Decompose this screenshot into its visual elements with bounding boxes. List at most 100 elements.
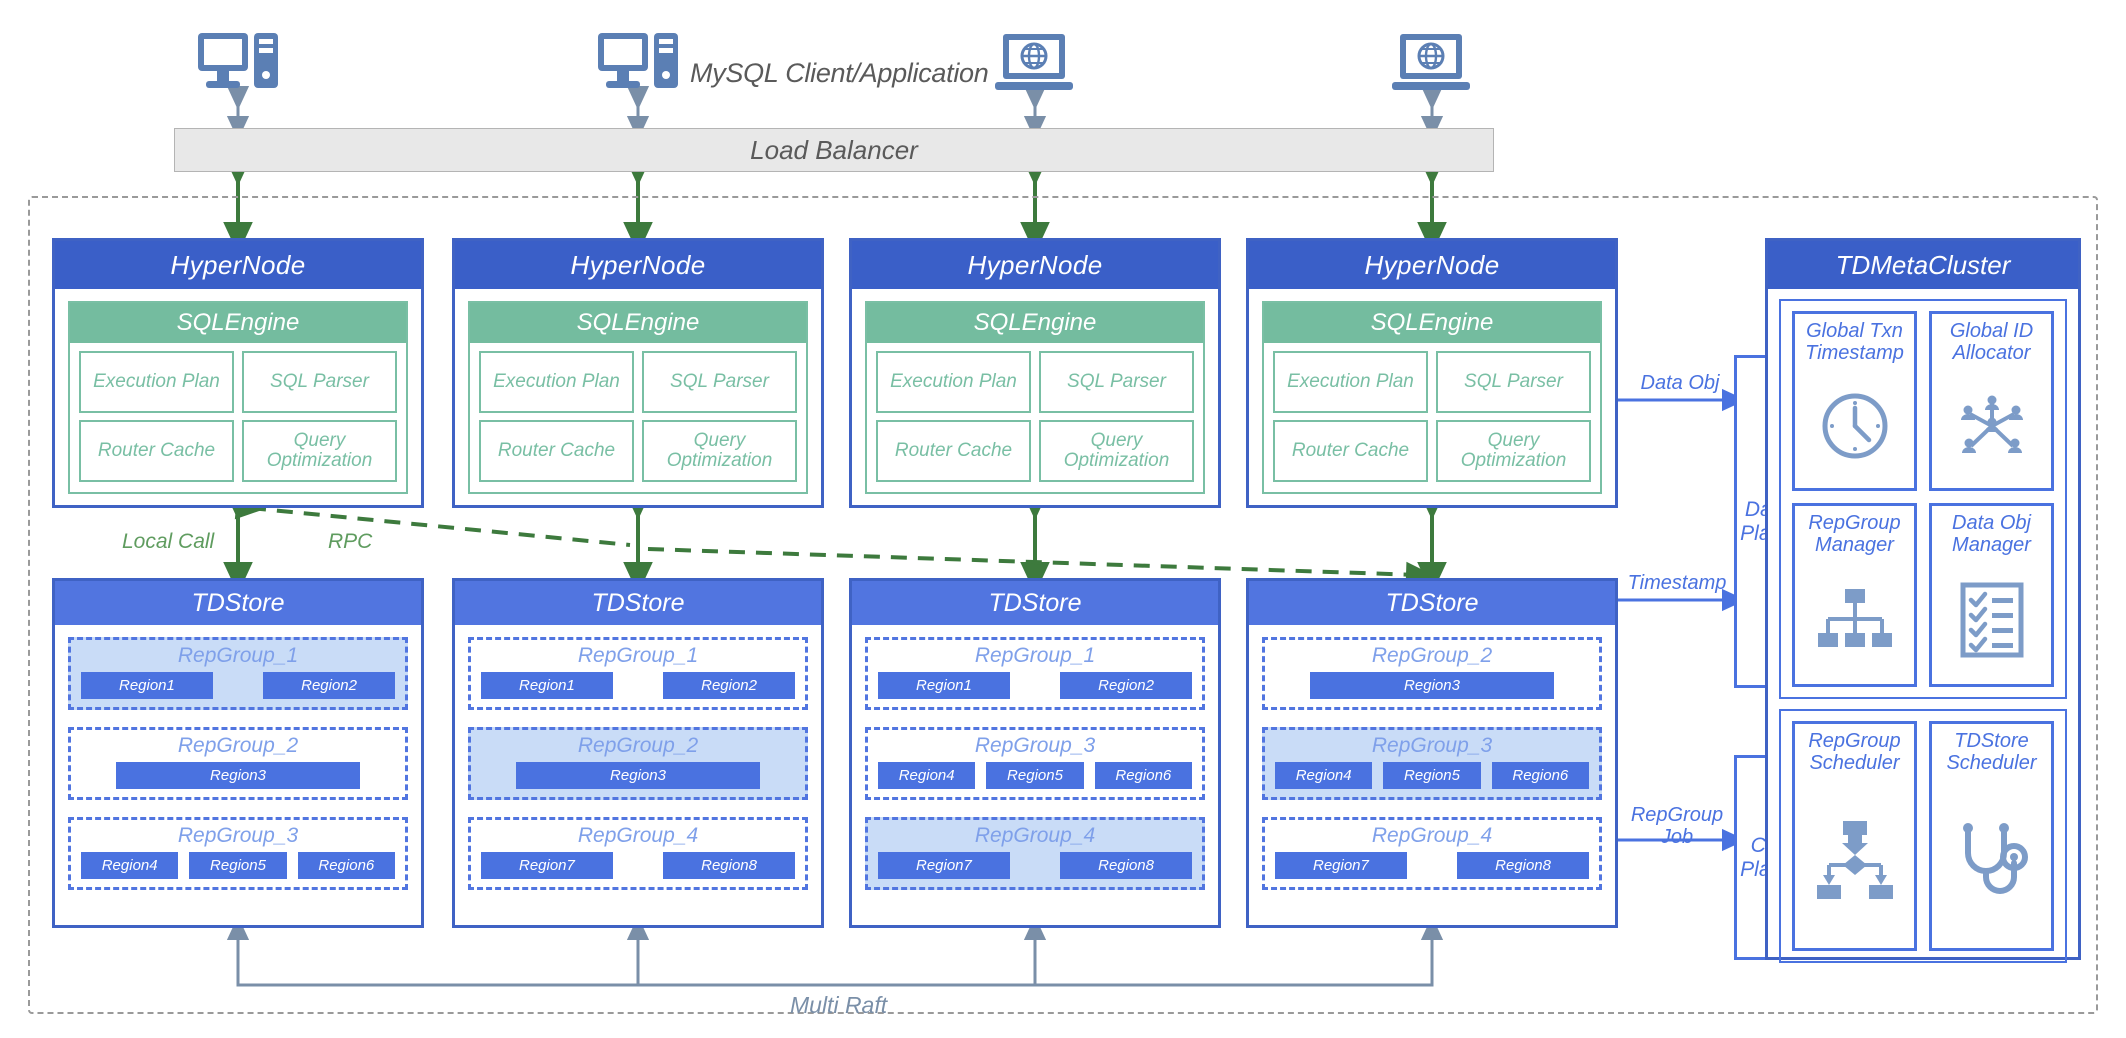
region-box[interactable]: Region7 bbox=[481, 852, 613, 879]
meta-cell-tdstore-scheduler[interactable]: TDStore Scheduler bbox=[1929, 721, 2054, 951]
repgroup-4-4[interactable]: RepGroup_4 Region7 Region8 bbox=[1262, 817, 1602, 890]
repgroup-4-3[interactable]: RepGroup_3 Region4 Region5 Region6 bbox=[1262, 727, 1602, 800]
region-box[interactable]: Region6 bbox=[1094, 762, 1192, 789]
region-box[interactable]: Region2 bbox=[263, 672, 395, 699]
repgroup-2-4[interactable]: RepGroup_4 Region7 Region8 bbox=[468, 817, 808, 890]
data-obj-label: Data Obj bbox=[1640, 372, 1720, 394]
hypernode-3-title: HyperNode bbox=[852, 241, 1218, 289]
tdmetacluster[interactable]: TDMetaCluster Global Txn Timestamp bbox=[1765, 238, 2081, 963]
repgroup-4-2[interactable]: RepGroup_2 Region3 bbox=[1262, 637, 1602, 710]
desktop-tower-icon bbox=[196, 30, 282, 103]
sql-cell-sql-parser[interactable]: SQL Parser bbox=[1039, 351, 1194, 413]
region-box[interactable]: Region6 bbox=[1491, 762, 1589, 789]
hierarchy-icon bbox=[1815, 563, 1895, 676]
tdstore-2[interactable]: TDStore RepGroup_1 Region1 Region2 RepGr… bbox=[452, 578, 824, 928]
network-nodes-icon bbox=[1954, 371, 2030, 480]
repgroup-title: RepGroup_4 bbox=[974, 824, 1096, 847]
hypernode-1-title: HyperNode bbox=[55, 241, 421, 289]
sql-cell-execution-plan[interactable]: Execution Plan bbox=[876, 351, 1031, 413]
tdstore-3-title: TDStore bbox=[852, 581, 1218, 625]
sql-cell-sql-parser[interactable]: SQL Parser bbox=[242, 351, 397, 413]
region-box[interactable]: Region5 bbox=[1383, 762, 1481, 789]
tdstore-4-title: TDStore bbox=[1249, 581, 1615, 625]
sql-cell-query-optimization[interactable]: Query Optimization bbox=[242, 420, 397, 482]
flow-diagram-icon bbox=[1815, 781, 1895, 940]
repgroup-1-2[interactable]: RepGroup_2 Region3 bbox=[68, 727, 408, 800]
region-box[interactable]: Region1 bbox=[481, 672, 613, 699]
region-box[interactable]: Region5 bbox=[189, 852, 287, 879]
repgroup-title: RepGroup_1 bbox=[577, 644, 699, 667]
meta-cell-global-id-allocator[interactable]: Global ID Allocator bbox=[1929, 311, 2054, 491]
meta-cell-label: Global Txn Timestamp bbox=[1805, 320, 1904, 364]
region-box[interactable]: Region4 bbox=[1275, 762, 1373, 789]
region-box[interactable]: Region2 bbox=[1060, 672, 1192, 699]
sql-cell-query-optimization[interactable]: Query Optimization bbox=[642, 420, 797, 482]
meta-cell-label: RepGroup Scheduler bbox=[1808, 730, 1901, 774]
sql-cell-router-cache[interactable]: Router Cache bbox=[1273, 420, 1428, 482]
meta-cell-repgroup-scheduler[interactable]: RepGroup Scheduler bbox=[1792, 721, 1917, 951]
sql-cell-query-optimization[interactable]: Query Optimization bbox=[1436, 420, 1591, 482]
region-box[interactable]: Region8 bbox=[1060, 852, 1192, 879]
local-call-label: Local Call bbox=[122, 530, 215, 553]
sql-cell-execution-plan[interactable]: Execution Plan bbox=[479, 351, 634, 413]
region-box[interactable]: Region8 bbox=[1457, 852, 1589, 879]
region-box[interactable]: Region3 bbox=[515, 762, 761, 789]
rpc-label: RPC bbox=[328, 530, 373, 553]
sql-cell-router-cache[interactable]: Router Cache bbox=[79, 420, 234, 482]
clock-icon bbox=[1819, 371, 1891, 480]
hypernode-4[interactable]: HyperNode SQLEngine Execution Plan SQL P… bbox=[1246, 238, 1618, 508]
hypernode-2-title: HyperNode bbox=[455, 241, 821, 289]
region-box[interactable]: Region3 bbox=[115, 762, 361, 789]
hypernode-2[interactable]: HyperNode SQLEngine Execution Plan SQL P… bbox=[452, 238, 824, 508]
region-box[interactable]: Region2 bbox=[663, 672, 795, 699]
repgroup-job-label: RepGroup Job bbox=[1630, 804, 1724, 848]
meta-cell-data-obj-manager[interactable]: Data Obj Manager bbox=[1929, 503, 2054, 687]
region-box[interactable]: Region5 bbox=[986, 762, 1084, 789]
repgroup-3-1[interactable]: RepGroup_1 Region1 Region2 bbox=[865, 637, 1205, 710]
region-box[interactable]: Region4 bbox=[81, 852, 179, 879]
repgroup-3-3[interactable]: RepGroup_3 Region4 Region5 Region6 bbox=[865, 727, 1205, 800]
tdstore-3[interactable]: TDStore RepGroup_1 Region1 Region2 RepGr… bbox=[849, 578, 1221, 928]
hypernode-3[interactable]: HyperNode SQLEngine Execution Plan SQL P… bbox=[849, 238, 1221, 508]
repgroup-1-3[interactable]: RepGroup_3 Region4 Region5 Region6 bbox=[68, 817, 408, 890]
meta-cell-repgroup-manager[interactable]: RepGroup Manager bbox=[1792, 503, 1917, 687]
region-box[interactable]: Region7 bbox=[878, 852, 1010, 879]
tdstore-2-title: TDStore bbox=[455, 581, 821, 625]
sql-cell-query-optimization[interactable]: Query Optimization bbox=[1039, 420, 1194, 482]
tdstore-4[interactable]: TDStore RepGroup_2 Region3 RepGroup_3 Re… bbox=[1246, 578, 1618, 928]
region-box[interactable]: Region8 bbox=[663, 852, 795, 879]
repgroup-3-4[interactable]: RepGroup_4 Region7 Region8 bbox=[865, 817, 1205, 890]
region-box[interactable]: Region7 bbox=[1275, 852, 1407, 879]
meta-cell-label: Global ID Allocator bbox=[1949, 320, 2034, 364]
region-box[interactable]: Region1 bbox=[81, 672, 213, 699]
sql-cell-sql-parser[interactable]: SQL Parser bbox=[1436, 351, 1591, 413]
sqlengine-4: SQLEngine Execution Plan SQL Parser Rout… bbox=[1262, 301, 1602, 494]
laptop-globe-icon bbox=[1390, 32, 1474, 99]
region-box[interactable]: Region3 bbox=[1309, 672, 1555, 699]
sql-cell-router-cache[interactable]: Router Cache bbox=[479, 420, 634, 482]
repgroup-title: RepGroup_4 bbox=[577, 824, 699, 847]
load-balancer-box: Load Balancer bbox=[174, 128, 1494, 172]
region-box[interactable]: Region4 bbox=[878, 762, 976, 789]
tdmetacluster-title: TDMetaCluster bbox=[1768, 241, 2078, 289]
region-box[interactable]: Region6 bbox=[297, 852, 395, 879]
repgroup-title: RepGroup_3 bbox=[1371, 734, 1493, 757]
sql-cell-router-cache[interactable]: Router Cache bbox=[876, 420, 1031, 482]
meta-cell-label: RepGroup Manager bbox=[1808, 512, 1901, 556]
hypernode-1[interactable]: HyperNode SQLEngine Execution Plan SQL P… bbox=[52, 238, 424, 508]
repgroup-2-1[interactable]: RepGroup_1 Region1 Region2 bbox=[468, 637, 808, 710]
sql-cell-execution-plan[interactable]: Execution Plan bbox=[1273, 351, 1428, 413]
clients-label: MySQL Client/Application bbox=[690, 58, 989, 88]
repgroup-2-2[interactable]: RepGroup_2 Region3 bbox=[468, 727, 808, 800]
sql-cell-execution-plan[interactable]: Execution Plan bbox=[79, 351, 234, 413]
region-box[interactable]: Region1 bbox=[878, 672, 1010, 699]
repgroup-title: RepGroup_1 bbox=[974, 644, 1096, 667]
repgroup-1-1[interactable]: RepGroup_1 Region1 Region2 bbox=[68, 637, 408, 710]
meta-cell-label: Data Obj Manager bbox=[1952, 512, 2031, 556]
timestamp-label: Timestamp bbox=[1627, 572, 1727, 594]
meta-cell-global-txn-timestamp[interactable]: Global Txn Timestamp bbox=[1792, 311, 1917, 491]
sql-cell-sql-parser[interactable]: SQL Parser bbox=[642, 351, 797, 413]
repgroup-title: RepGroup_2 bbox=[1371, 644, 1493, 667]
tdstore-1[interactable]: TDStore RepGroup_1 Region1 Region2 RepGr… bbox=[52, 578, 424, 928]
